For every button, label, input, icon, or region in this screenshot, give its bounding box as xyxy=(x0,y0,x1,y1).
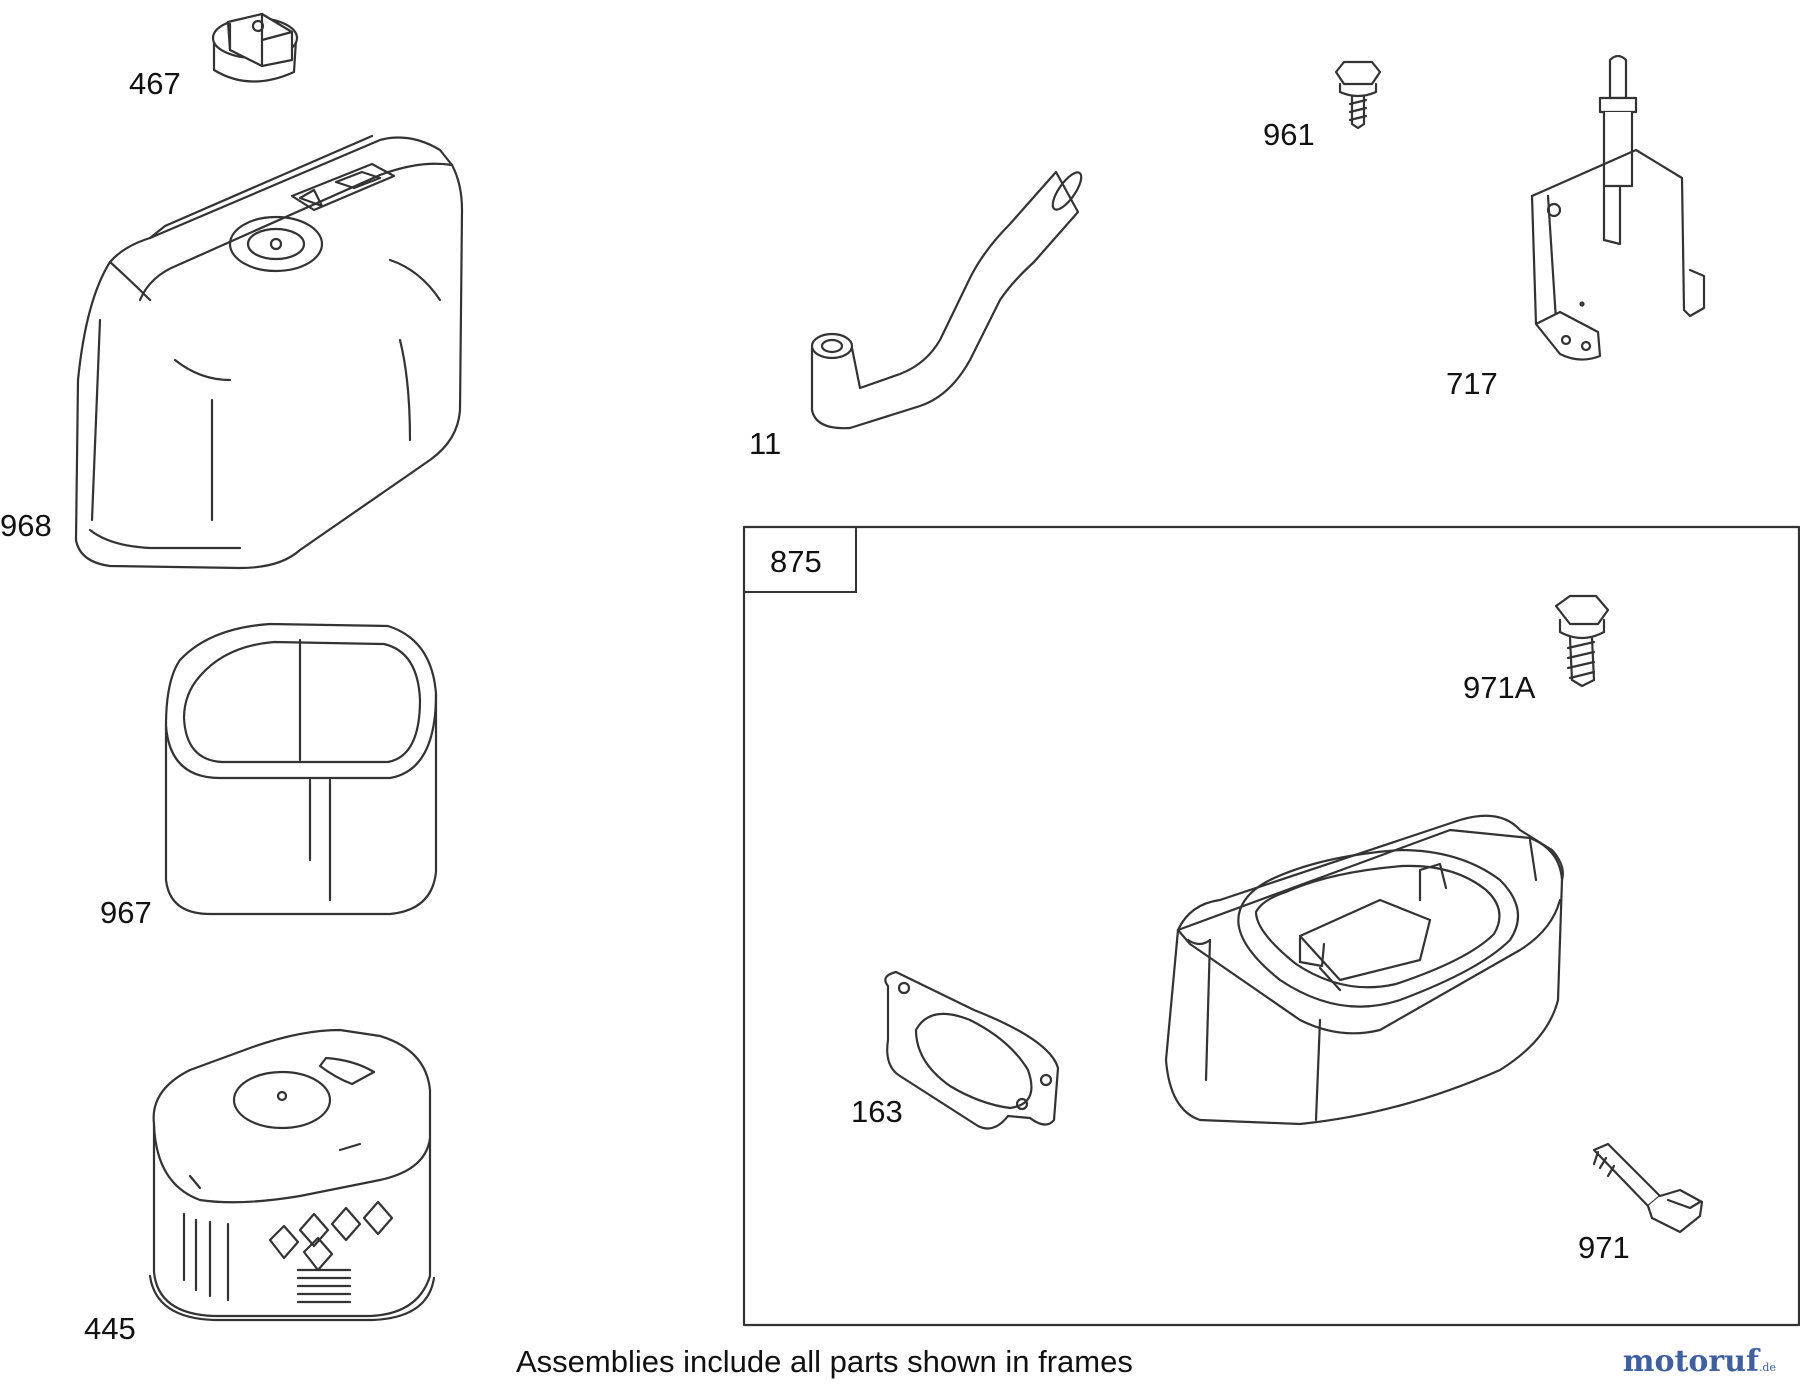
part-label-971a: 971A xyxy=(1463,670,1536,705)
air-cleaner-base-icon xyxy=(1164,814,1564,1126)
part-label-971: 971 xyxy=(1578,1230,1630,1265)
part-label-163: 163 xyxy=(851,1094,903,1129)
fuel-cap-icon xyxy=(211,12,299,83)
part-label-11: 11 xyxy=(749,426,782,461)
part-label-961: 961 xyxy=(1263,117,1315,152)
fuel-tank-icon xyxy=(74,134,464,570)
part-label-467: 467 xyxy=(129,66,181,101)
screw-icon xyxy=(1334,60,1382,130)
watermark-logo: motoruf.de xyxy=(1623,1344,1776,1379)
part-label-967: 967 xyxy=(100,895,152,930)
gasket-icon xyxy=(884,970,1060,1130)
air-filter-cartridge-icon xyxy=(148,1028,436,1322)
pre-filter-icon xyxy=(164,622,438,916)
bracket-icon xyxy=(1530,54,1706,361)
part-label-968: 968 xyxy=(0,508,52,543)
assembly-label-box: 875 xyxy=(744,527,857,593)
part-label-717: 717 xyxy=(1446,366,1498,401)
part-label-445: 445 xyxy=(84,1311,136,1346)
assembly-frame xyxy=(742,525,1800,1327)
watermark-suffix: .de xyxy=(1758,1361,1776,1374)
bolt-icon xyxy=(1592,1142,1704,1234)
assembly-label: 875 xyxy=(770,544,822,579)
watermark-text: motoruf xyxy=(1622,1344,1759,1379)
fuel-line-icon xyxy=(810,170,1083,430)
diagram-caption: Assemblies include all parts shown in fr… xyxy=(516,1344,1133,1379)
bolt-icon xyxy=(1554,594,1610,688)
